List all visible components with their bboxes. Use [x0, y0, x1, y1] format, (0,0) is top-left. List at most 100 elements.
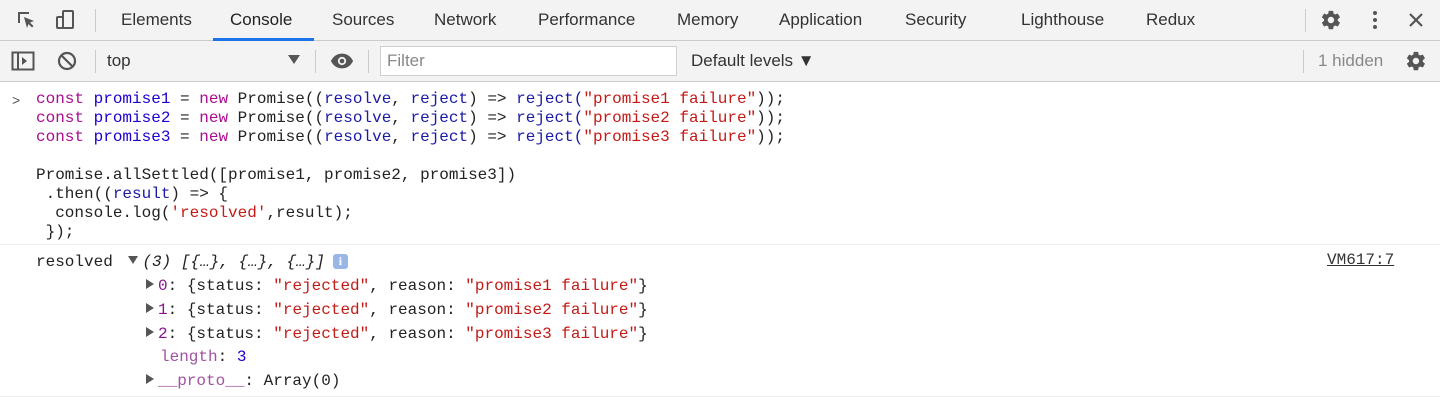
tab-performance[interactable]: Performance — [538, 10, 636, 29]
input-prompt-chevron-icon: > — [12, 92, 21, 108]
code-line: Promise.allSettled([promise1, promise2, … — [36, 166, 517, 184]
more-options-kebab-icon[interactable] — [1363, 8, 1387, 32]
message-separator — [0, 396, 1440, 397]
code-token: , — [391, 90, 411, 108]
info-icon[interactable]: i — [332, 254, 348, 269]
code-token: console.log( — [36, 204, 171, 222]
code-token: ) => — [468, 109, 517, 127]
expand-triangle-icon[interactable] — [146, 303, 154, 313]
code-token: new — [199, 128, 229, 146]
code-token: reject( — [516, 128, 584, 146]
code-token: reject — [410, 90, 469, 108]
log-message: resolved (3) [{…}, {…}, {…}]i — [36, 253, 348, 272]
code-token: promise3 — [93, 128, 171, 146]
tab-memory[interactable]: Memory — [677, 10, 739, 29]
code-token: reject( — [516, 109, 584, 127]
code-token: const — [36, 109, 85, 127]
tabbar-separator — [95, 9, 96, 32]
log-levels-label: Default levels — [691, 51, 794, 70]
code-line: const promise3 = new Promise((resolve, r… — [36, 128, 785, 147]
live-expression-eye-icon[interactable] — [330, 49, 354, 73]
close-icon[interactable] — [1404, 8, 1428, 32]
message-separator — [0, 244, 1440, 245]
log-levels-dropdown[interactable]: Default levels ▼ — [691, 41, 815, 81]
code-token: resolve — [324, 90, 392, 108]
entry-index: 0 — [158, 277, 168, 295]
code-token: reject — [410, 128, 469, 146]
filter-input[interactable] — [380, 46, 677, 76]
code-token: , — [391, 109, 411, 127]
code-token: = — [170, 109, 200, 127]
show-sidebar-icon[interactable] — [11, 49, 35, 73]
array-entry-row[interactable]: 0: {status: "rejected", reason: "promise… — [146, 277, 648, 296]
device-toolbar-icon[interactable] — [53, 8, 77, 32]
toolbar-separator — [1303, 50, 1304, 73]
code-token: .then(( — [36, 185, 113, 203]
code-line: }); — [36, 223, 75, 241]
code-token: resolve — [324, 109, 392, 127]
tab-sources[interactable]: Sources — [332, 10, 395, 29]
clear-console-icon[interactable] — [55, 49, 79, 73]
code-token: "promise3 failure" — [583, 128, 757, 146]
entry-index: 2 — [158, 325, 168, 343]
tab-elements[interactable]: Elements — [121, 10, 192, 29]
proto-row[interactable]: __proto__: Array(0) — [146, 372, 340, 391]
code-line: .then((result) => { — [36, 185, 228, 204]
code-token: const — [36, 90, 85, 108]
entry-key: status — [196, 301, 255, 319]
code-token: "promise2 failure" — [583, 109, 757, 127]
tab-application[interactable]: Application — [779, 10, 863, 29]
entry-key: reason — [388, 325, 447, 343]
entry-key: status — [196, 277, 255, 295]
code-token: result — [112, 185, 171, 203]
code-token: )); — [756, 109, 785, 127]
active-tab-indicator — [213, 38, 314, 41]
settings-gear-icon[interactable] — [1319, 8, 1343, 32]
code-token: new — [199, 90, 229, 108]
code-token: reject — [410, 109, 469, 127]
entry-key: status — [196, 325, 255, 343]
devtools-tabbar: Elements Console Sources Network Perform… — [0, 0, 1440, 41]
context-dropdown-arrow-icon[interactable] — [288, 55, 300, 64]
console-toolbar: top Default levels ▼ 1 hidden — [0, 41, 1440, 82]
array-entry-row[interactable]: 1: {status: "rejected", reason: "promise… — [146, 301, 648, 320]
entry-value: "rejected" — [273, 301, 370, 319]
tab-lighthouse[interactable]: Lighthouse — [1021, 10, 1105, 29]
code-token: Promise(( — [228, 109, 325, 127]
code-token: resolve — [324, 128, 392, 146]
code-token: ) => — [468, 128, 517, 146]
code-token: Promise(( — [228, 128, 325, 146]
code-token: , — [391, 128, 411, 146]
toolbar-separator — [368, 50, 369, 73]
entry-value: "promise1 failure" — [465, 277, 639, 295]
expand-triangle-icon[interactable] — [146, 327, 154, 337]
code-token: = — [170, 128, 200, 146]
console-settings-gear-icon[interactable] — [1404, 49, 1428, 73]
code-token: ) => — [468, 90, 517, 108]
array-summary[interactable]: (3) [{…}, {…}, {…}] — [142, 253, 325, 271]
entry-index: 1 — [158, 301, 168, 319]
expand-triangle-icon[interactable] — [146, 374, 154, 384]
source-link[interactable]: VM617:7 — [1327, 251, 1395, 269]
inspect-element-icon[interactable] — [14, 8, 38, 32]
tab-console[interactable]: Console — [230, 10, 293, 29]
tab-security[interactable]: Security — [905, 10, 967, 29]
expand-triangle-icon[interactable] — [146, 279, 154, 289]
code-line: const promise2 = new Promise((resolve, r… — [36, 109, 785, 128]
hidden-messages-count: 1 hidden — [1318, 51, 1384, 70]
entry-value: "rejected" — [273, 277, 370, 295]
tabbar-separator — [1305, 9, 1306, 32]
code-token: = — [170, 90, 200, 108]
entry-value: "promise2 failure" — [465, 301, 639, 319]
code-line: const promise1 = new Promise((resolve, r… — [36, 90, 785, 109]
levels-dropdown-arrow-icon: ▼ — [797, 51, 815, 70]
toolbar-separator — [95, 50, 96, 73]
entry-value: "promise3 failure" — [465, 325, 639, 343]
tab-network[interactable]: Network — [434, 10, 497, 29]
code-token: Promise(( — [228, 90, 325, 108]
tab-redux[interactable]: Redux — [1146, 10, 1196, 29]
execution-context-selector[interactable]: top — [107, 51, 131, 70]
array-entry-row[interactable]: 2: {status: "rejected", reason: "promise… — [146, 325, 648, 344]
expand-array-triangle-icon[interactable] — [128, 256, 139, 264]
proto-value: Array(0) — [263, 372, 341, 390]
